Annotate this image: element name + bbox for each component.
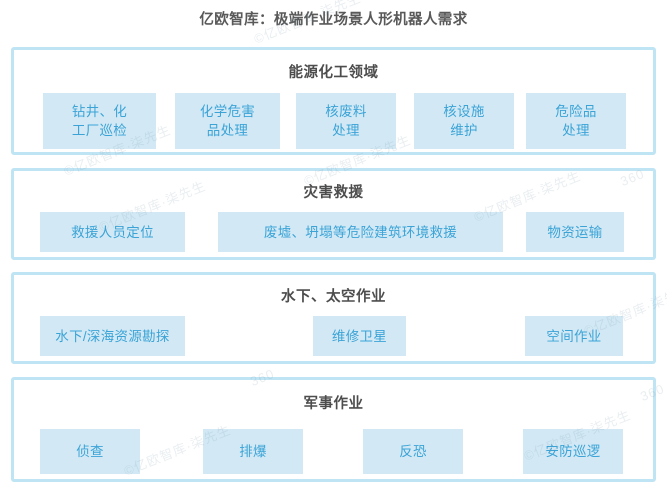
tile-energy-chemical-3[interactable]: 核设施维护 xyxy=(414,93,514,149)
tile-energy-chemical-4[interactable]: 危险品处理 xyxy=(526,93,626,149)
tile-military-operations-0[interactable]: 侦查 xyxy=(40,429,140,474)
tile-energy-chemical-0[interactable]: 钻井、化工厂巡检 xyxy=(43,93,156,149)
page-title: 亿欧智库：极端作业场景人形机器人需求 xyxy=(199,12,468,28)
section-panel-underwater-space: 水下、太空作业 水下/深海资源勘探 维修卫星 空间作业 xyxy=(11,272,656,364)
section-heading-disaster-rescue: 灾害救援 xyxy=(303,185,364,201)
tile-military-operations-2[interactable]: 反恐 xyxy=(363,429,463,474)
tile-row-underwater-space: 水下/深海资源勘探 维修卫星 空间作业 xyxy=(14,316,653,356)
section-panel-military-operations: 军事作业 侦查 排爆 反恐 安防巡逻 xyxy=(11,377,656,482)
tile-military-operations-1[interactable]: 排爆 xyxy=(203,429,303,474)
tile-row-energy-chemical: 钻井、化工厂巡检化学危害品处理核废料处理核设施维护危险品处理 xyxy=(14,93,653,149)
section-heading-underwater-space: 水下、太空作业 xyxy=(281,289,386,305)
tile-row-military-operations: 侦查 排爆 反恐 安防巡逻 xyxy=(14,429,653,474)
tile-underwater-space-0[interactable]: 水下/深海资源勘探 xyxy=(40,316,185,356)
tile-underwater-space-2[interactable]: 空间作业 xyxy=(525,316,623,356)
section-heading-energy-chemical: 能源化工领域 xyxy=(288,65,379,81)
tile-disaster-rescue-2[interactable]: 物资运输 xyxy=(526,212,624,252)
tile-underwater-space-1[interactable]: 维修卫星 xyxy=(313,316,406,356)
tile-disaster-rescue-1[interactable]: 废墟、坍塌等危险建筑环境救援 xyxy=(218,212,503,252)
section-panel-disaster-rescue: 灾害救援 救援人员定位废墟、坍塌等危险建筑环境救援物资运输 xyxy=(11,168,656,260)
tile-energy-chemical-2[interactable]: 核废料处理 xyxy=(296,93,396,149)
tile-energy-chemical-1[interactable]: 化学危害品处理 xyxy=(175,93,280,149)
section-heading-military-operations: 军事作业 xyxy=(303,396,364,412)
section-panel-energy-chemical: 能源化工领域 钻井、化工厂巡检化学危害品处理核废料处理核设施维护危险品处理 xyxy=(11,47,656,155)
tile-military-operations-3[interactable]: 安防巡逻 xyxy=(523,429,623,474)
tile-disaster-rescue-0[interactable]: 救援人员定位 xyxy=(40,212,185,252)
tile-row-disaster-rescue: 救援人员定位废墟、坍塌等危险建筑环境救援物资运输 xyxy=(14,212,653,252)
